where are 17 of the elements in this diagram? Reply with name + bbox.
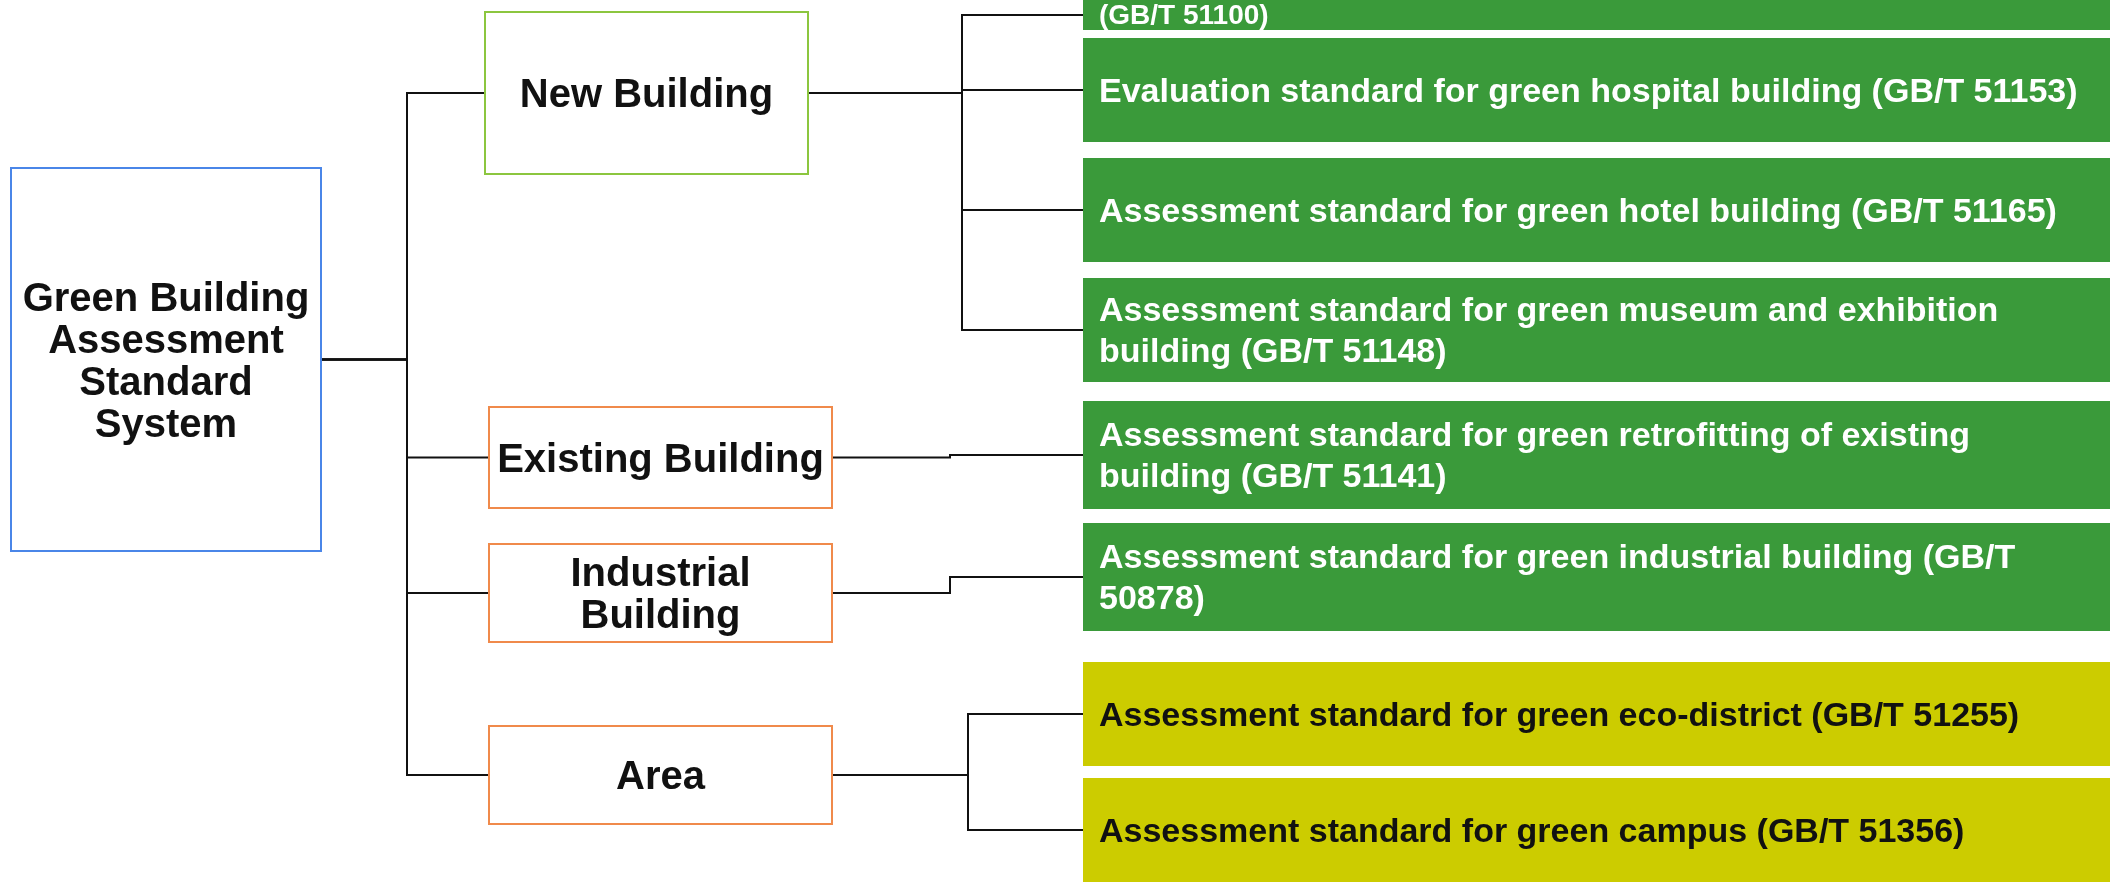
standard-box: Assessment standard for green eco-district (GB/T 51255) — [1083, 662, 2110, 766]
root-box: Green Building Assessment Standard System — [10, 167, 322, 552]
category-box: Existing Building — [488, 406, 833, 509]
connector-line — [832, 774, 1084, 831]
category-box: Area — [488, 725, 833, 825]
connector-line — [832, 454, 1084, 459]
category-box: New Building — [484, 11, 809, 175]
connector-line — [321, 358, 489, 776]
standard-box: Evaluation standard for green hospital building (GB/T 51153) — [1083, 38, 2110, 142]
standard-box: (GB/T 51100) — [1083, 0, 2110, 30]
category-box: Industrial Building — [488, 543, 833, 643]
standard-box: Assessment standard for green retrofitting of existing building (GB/T 51141) — [1083, 401, 2110, 509]
standard-box: Assessment standard for green campus (GB/T 51356) — [1083, 778, 2110, 882]
connector-line — [832, 576, 1084, 594]
standard-box: Assessment standard for green hotel building (GB/T 51165) — [1083, 158, 2110, 262]
standard-box: Assessment standard for green museum and exhibition building (GB/T 51148) — [1083, 278, 2110, 382]
standard-box: Assessment standard for green industrial building (GB/T 50878) — [1083, 523, 2110, 631]
